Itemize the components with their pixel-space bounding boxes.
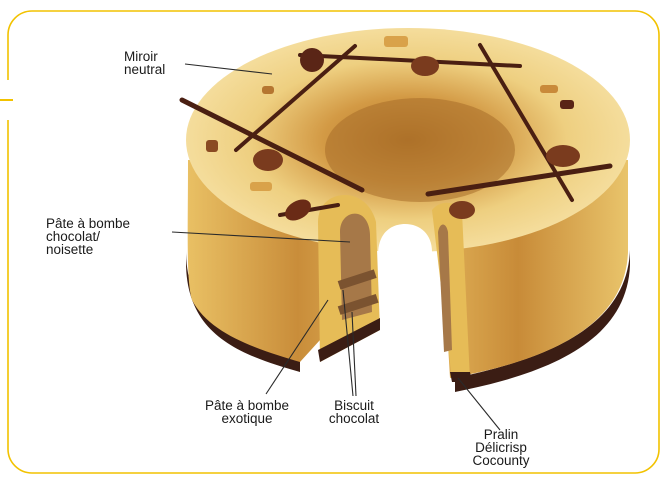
hazelnut-4 bbox=[546, 145, 580, 167]
piece-4 bbox=[560, 100, 574, 109]
cake-center-hole bbox=[378, 224, 432, 330]
label-pralin-delicrisp: Pralin Délicrisp Cocounty bbox=[446, 428, 556, 467]
piece-6 bbox=[250, 182, 272, 191]
label-biscuit-chocolat: Biscuit chocolat bbox=[304, 399, 404, 425]
piece-1 bbox=[384, 36, 408, 47]
hazelnut-2 bbox=[411, 56, 439, 76]
hazelnut-6 bbox=[449, 201, 475, 219]
right-cut-edge bbox=[450, 372, 472, 382]
label-pate-bombe-noisette: Pâte à bombe chocolat/ noisette bbox=[46, 217, 130, 256]
hazelnut-3 bbox=[253, 149, 283, 171]
hazelnut-1 bbox=[300, 48, 324, 72]
label-miroir-neutral: Miroir neutral bbox=[124, 50, 165, 76]
piece-5 bbox=[206, 140, 218, 152]
label-pate-bombe-exotique: Pâte à bombe exotique bbox=[182, 399, 312, 425]
piece-2 bbox=[540, 85, 558, 93]
piece-3 bbox=[262, 86, 274, 94]
